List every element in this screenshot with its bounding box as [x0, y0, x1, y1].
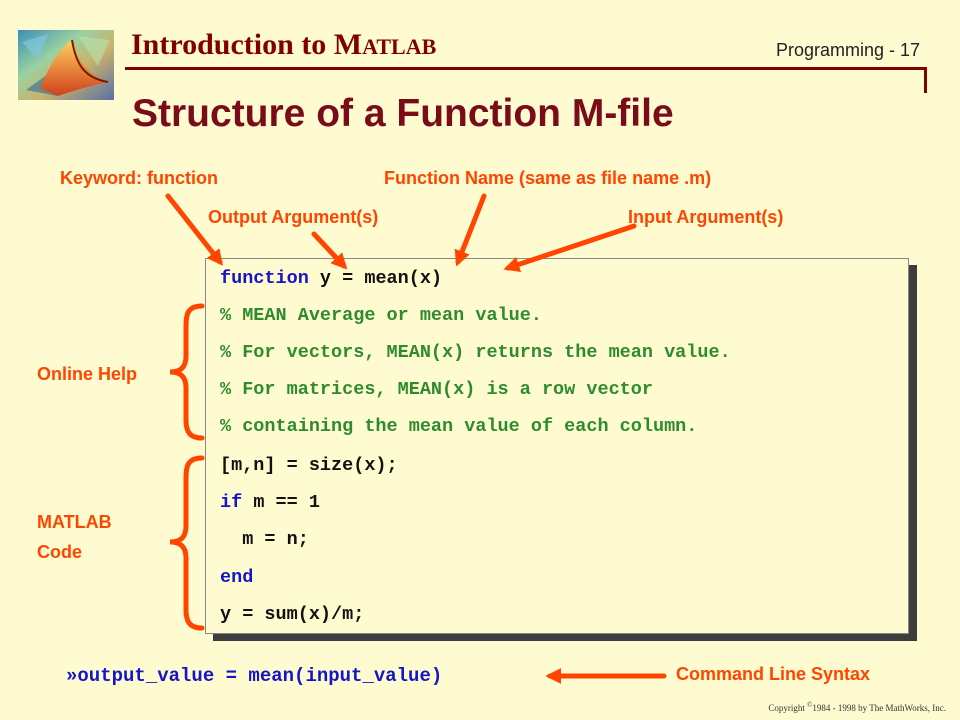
code-line-8: m = n;: [220, 529, 309, 550]
arrow-input-args: [503, 223, 637, 273]
callout-function-name: Function Name (same as file name .m): [384, 168, 712, 188]
code-condition: m == 1: [242, 492, 320, 513]
matlab-logo-icon: [18, 30, 114, 100]
callout-online-help: Online Help: [37, 364, 138, 384]
brace-online-help: [169, 303, 205, 441]
code-line-7: if m == 1: [220, 492, 320, 513]
callout-command-line: Command Line Syntax: [676, 664, 871, 684]
header-rule-end: [924, 67, 927, 93]
command-prompt: »: [66, 665, 78, 687]
header-title-prefix: Introduction to M: [131, 28, 363, 61]
brace-matlab-code: [169, 455, 205, 631]
header-title: Introduction to MATLAB: [131, 28, 436, 62]
copyright-prefix: Copyright: [768, 703, 808, 713]
command-line-syntax: »output_value = mean(input_value): [66, 665, 442, 687]
code-signature: y = mean(x): [308, 268, 443, 289]
callout-keyword: Keyword: function: [60, 168, 218, 188]
code-line-2: % MEAN Average or mean value.: [220, 305, 542, 326]
code-line-5: % containing the mean value of each colu…: [220, 416, 698, 437]
header-title-smallcaps: ATLAB: [362, 34, 437, 59]
code-line-1: function y = mean(x): [220, 268, 442, 289]
code-line-6: [m,n] = size(x);: [220, 455, 398, 476]
code-keyword-function: function: [220, 268, 309, 289]
command-text: output_value = mean(input_value): [77, 665, 443, 687]
callout-input-args: Input Argument(s): [628, 207, 784, 227]
code-line-10: y = sum(x)/m;: [220, 604, 365, 625]
arrow-function-name: [454, 193, 487, 267]
arrow-output-args: [311, 231, 348, 270]
callout-output-args: Output Argument(s): [208, 207, 379, 227]
callout-matlab-code-line2: Code: [37, 542, 82, 562]
code-keyword-if: if: [220, 492, 243, 513]
code-box: function y = mean(x) % MEAN Average or m…: [205, 258, 909, 634]
slide-number: Programming - 17: [775, 40, 920, 60]
copyright-text: 1984 - 1998 by The MathWorks, Inc.: [812, 703, 946, 713]
header-rule: [125, 67, 927, 70]
code-line-3: % For vectors, MEAN(x) returns the mean …: [220, 342, 731, 363]
page-title: Structure of a Function M-file: [132, 92, 674, 135]
arrow-keyword: [165, 193, 223, 266]
copyright: Copyright ©1984 - 1998 by The MathWorks,…: [768, 701, 946, 713]
code-line-9: end: [220, 567, 254, 588]
copyright-symbol: ©: [807, 701, 813, 709]
callout-matlab-code-line1: MATLAB: [37, 512, 112, 532]
code-line-4: % For matrices, MEAN(x) is a row vector: [220, 379, 653, 400]
